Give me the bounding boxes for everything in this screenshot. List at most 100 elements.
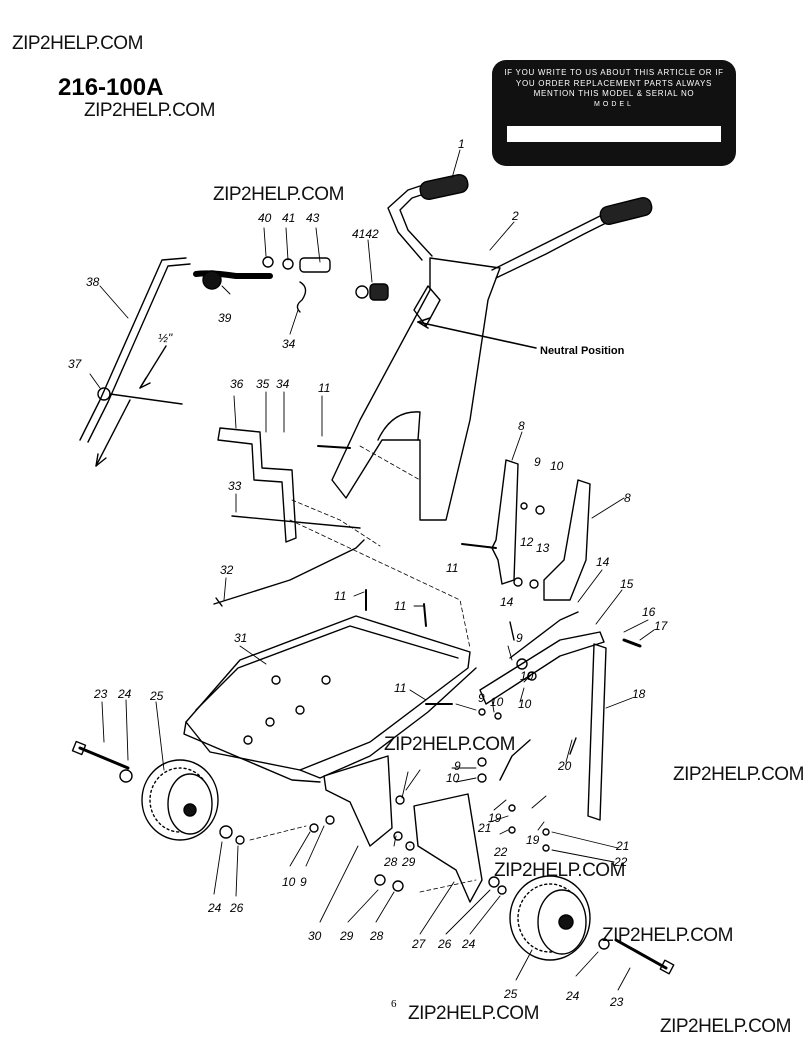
callout: 14 [500, 595, 514, 609]
callout: 19 [526, 833, 540, 847]
callout: 36 [230, 377, 244, 391]
axle-bracket-part-30 [323, 755, 393, 847]
callout: 9 [300, 875, 307, 889]
callout: 1 [458, 137, 465, 151]
callout: 10 [446, 771, 460, 785]
callout: 18 [632, 687, 646, 701]
callout: 9 [516, 631, 523, 645]
callout: 40 [258, 211, 272, 225]
model-number: 216-100A [58, 74, 164, 101]
watermark: ZIP2HELP.COM [12, 33, 143, 54]
wheel-part-25-right [509, 875, 591, 961]
watermark: ZIP2HELP.COM [213, 184, 344, 205]
callout: 24 [117, 687, 132, 701]
callout: 16 [642, 605, 656, 619]
shift-rod-part-38 [79, 257, 273, 443]
callout: 20 [557, 759, 572, 773]
watermark: ZIP2HELP.COM [660, 1016, 791, 1037]
callout: 24 [565, 989, 580, 1003]
callout: 8 [624, 491, 631, 505]
callout: 2 [511, 209, 519, 223]
callout: 10 [550, 459, 564, 473]
hardware-nuts-washers [119, 502, 642, 950]
callout: 11 [394, 681, 406, 695]
callout: 21 [615, 839, 629, 853]
info-plate-model-label: MODEL [594, 101, 634, 108]
wheel-part-25-left [141, 759, 219, 841]
callout: 22 [493, 845, 508, 859]
callout: 29 [339, 929, 354, 943]
callout: 11 [446, 561, 458, 575]
info-plate-text: IF YOU WRITE TO US ABOUT THIS ARTICLE OR… [504, 68, 724, 98]
callout: 14 [596, 555, 610, 569]
callout: 25 [503, 987, 518, 1001]
measurement-arrows [95, 345, 167, 467]
bolt-part-11 [317, 445, 497, 705]
axle-bolt-part-23 [71, 740, 675, 975]
watermark: ZIP2HELP.COM [408, 1003, 539, 1024]
callout: 11 [334, 589, 346, 603]
callout-labels: 1 2 8 9 10 8 12 13 14 15 16 17 18 14 11 … [68, 137, 669, 1009]
callout: 9 [534, 455, 541, 469]
callout: 32 [220, 563, 234, 577]
handle-part-1 [387, 173, 653, 279]
callout: 11 [318, 381, 330, 395]
callout: 11 [394, 599, 406, 613]
callout: 17 [654, 619, 669, 633]
callout: 41 [282, 211, 295, 225]
tine-bar-part-18 [479, 631, 607, 821]
callout: 8 [518, 419, 525, 433]
callout: 9 [478, 691, 485, 705]
assembly-guide-lines [249, 445, 477, 893]
callout: 19 [488, 811, 502, 825]
callout: 23 [609, 995, 624, 1009]
callout: 25 [149, 689, 164, 703]
neutral-position-arrow [417, 317, 537, 349]
callout: 35 [256, 377, 270, 391]
callout: 15 [620, 577, 634, 591]
callout: 23 [93, 687, 108, 701]
shift-arm-part-36 [213, 427, 365, 607]
callout: 26 [437, 937, 452, 951]
watermark: ZIP2HELP.COM [673, 764, 804, 785]
neutral-position-label: Neutral Position [540, 345, 625, 357]
watermark: ZIP2HELP.COM [602, 925, 733, 946]
info-plate: IF YOU WRITE TO US ABOUT THIS ARTICLE OR… [492, 60, 736, 166]
callout: 34 [282, 337, 296, 351]
callout: 30 [308, 929, 322, 943]
callout: 12 [520, 535, 534, 549]
callout: 10 [490, 695, 504, 709]
callout: 27 [411, 937, 427, 951]
callout: 38 [86, 275, 100, 289]
callout: 9 [454, 759, 461, 773]
callout: 37 [68, 357, 83, 371]
callout: 10 [518, 697, 532, 711]
watermark: ZIP2HELP.COM [384, 734, 515, 755]
callout: 29 [401, 855, 416, 869]
frame-deck-part-31 [183, 615, 477, 783]
callout: 39 [218, 311, 232, 325]
callout: 43 [306, 211, 320, 225]
callout: 13 [536, 541, 550, 555]
model-serial-field [507, 126, 721, 142]
watermark: ZIP2HELP.COM [84, 100, 215, 121]
callout: 28 [369, 929, 384, 943]
callout: 34 [276, 377, 290, 391]
callout: 31 [234, 631, 247, 645]
callout: 10 [282, 875, 296, 889]
shifter-lever-parts [262, 256, 389, 313]
callout: 22 [613, 855, 628, 869]
leader-lines [89, 149, 655, 991]
axle-bracket-part-27 [413, 793, 483, 903]
tine-plate-part-8 [491, 459, 591, 601]
depth-rod [499, 611, 579, 781]
callout: 21 [477, 821, 491, 835]
watermark: ZIP2HELP.COM [494, 860, 625, 881]
callout: 26 [229, 901, 244, 915]
callout: 24 [461, 937, 476, 951]
callout: 28 [383, 855, 398, 869]
handle-bracket-part-2 [331, 257, 501, 521]
half-inch-label: ½" [158, 331, 173, 345]
callout: 10 [520, 669, 534, 683]
